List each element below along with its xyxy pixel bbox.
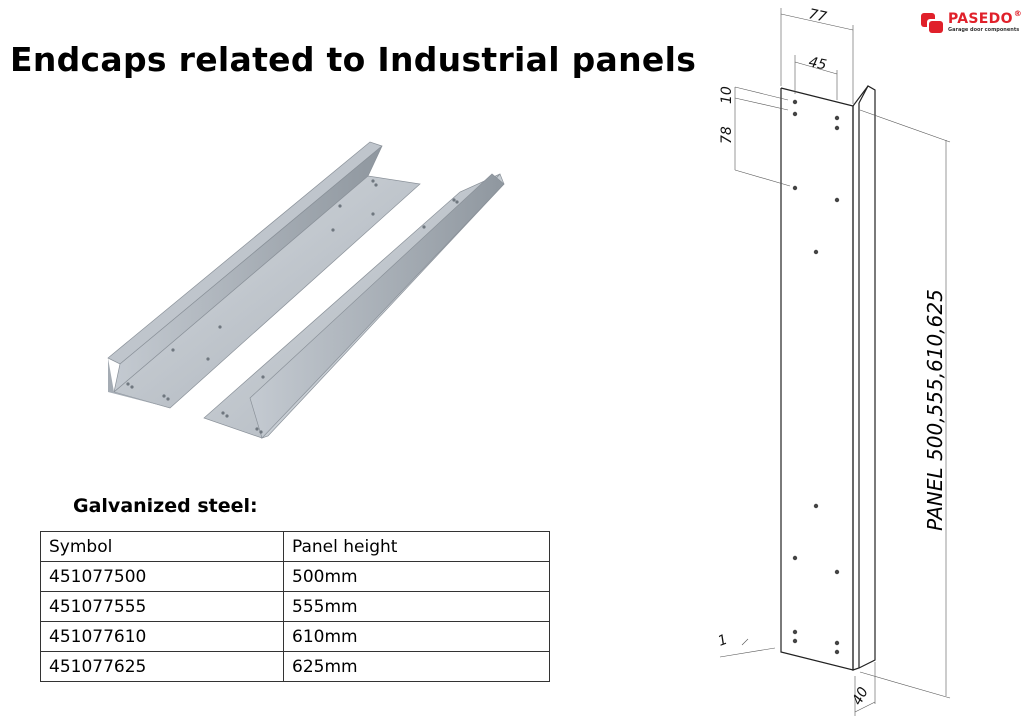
cell-symbol: 451077610 [40, 621, 284, 652]
cell-symbol: 451077555 [40, 591, 284, 622]
dim-77: 77 [807, 6, 828, 25]
material-heading: Galvanized steel: [73, 495, 258, 517]
pasedo-logo: PASEDO® Garage door components [921, 9, 1023, 35]
dim-45: 45 [807, 54, 828, 73]
dim-10: 10 [719, 86, 735, 104]
cell-panel-height: 610mm [283, 621, 550, 652]
table-row: 451077500 500mm [40, 561, 550, 592]
dim-1: 1 [716, 632, 730, 650]
dim-78: 78 [719, 126, 735, 144]
logo-brand: PASEDO® [948, 9, 1023, 27]
cell-symbol: 451077625 [40, 651, 284, 682]
cell-symbol: 451077500 [40, 561, 284, 592]
table-row: 451077625 625mm [40, 651, 550, 682]
cell-panel-height: 625mm [283, 651, 550, 682]
page-title: Endcaps related to Industrial panels [10, 40, 697, 79]
pasedo-logo-icon [921, 13, 943, 33]
symbol-table: Symbol Panel height 451077500 500mm 4510… [40, 531, 550, 682]
header-symbol: Symbol [40, 531, 284, 562]
cell-panel-height: 555mm [283, 591, 550, 622]
table-row: 451077555 555mm [40, 591, 550, 622]
header-panel-height: Panel height [283, 531, 550, 562]
cell-panel-height: 500mm [283, 561, 550, 592]
table-header-row: Symbol Panel height [40, 531, 550, 562]
technical-drawing: 77 45 10 78 1 40 [716, 6, 951, 716]
table-row: 451077610 610mm [40, 621, 550, 652]
dim-40: 40 [849, 685, 872, 708]
panel-height-label: PANEL 500,555,610,625 [923, 289, 947, 531]
product-image [107, 141, 505, 439]
logo-tagline: Garage door components [948, 27, 1020, 33]
